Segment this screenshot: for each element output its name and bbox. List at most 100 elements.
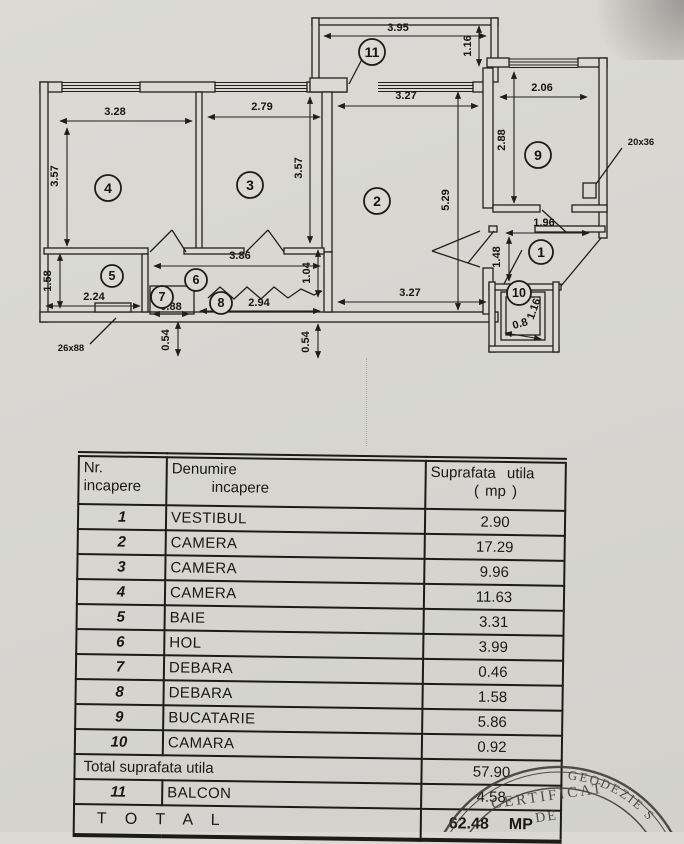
grand-total-label: T O T A L (73, 803, 422, 840)
cell-name: BAIE (164, 605, 424, 634)
dim-room1-width: 1.96 (533, 217, 554, 229)
cell-area: 3.31 (423, 608, 564, 636)
cell-name: VESTIBUL (165, 505, 426, 534)
room-label-10: 10 (506, 280, 532, 306)
cell-area: 2.90 (424, 508, 566, 536)
dim-room10-width: 0.8 (511, 316, 529, 332)
room-numbers: 4 3 2 9 11 1 10 5 6 7 8 (94, 38, 554, 315)
cell-nr: 8 (75, 678, 164, 706)
vent-size-label: 26x88 (58, 343, 84, 354)
dim-room4-height: 3.57 (49, 165, 61, 186)
dim-room5-height: 1.58 (42, 270, 54, 291)
svg-text:7: 7 (159, 290, 166, 304)
cell-area: 3.99 (423, 633, 564, 661)
room-label-2: 2 (363, 187, 391, 215)
cell-name: CAMARA (162, 730, 423, 759)
vent-leader (89, 317, 117, 345)
dim-balcony-depth: 1.16 (462, 35, 474, 56)
svg-text:6: 6 (193, 273, 200, 287)
cell-nr: 1 (77, 504, 167, 531)
window-balcony-door (378, 82, 473, 92)
cell-nr: 11 (74, 778, 163, 806)
dim-balcony-width: 3.95 (387, 22, 408, 34)
svg-text:11: 11 (365, 44, 380, 60)
room-label-9: 9 (524, 141, 552, 169)
cell-nr: 5 (76, 603, 165, 631)
dim-room8-width: 2.94 (248, 297, 270, 309)
cell-name: BUCATARIE (163, 705, 423, 734)
dim-room9-width: 2.06 (531, 82, 552, 94)
dim-room2-width: 3.27 (395, 90, 416, 102)
header-suprafata: Suprafata utila ( mp ) (425, 458, 566, 511)
room-label-11: 11 (358, 38, 386, 66)
dim-room4-width: 3.28 (104, 106, 125, 118)
flue-leader (595, 147, 623, 185)
cell-nr: 2 (77, 529, 166, 556)
svg-text:5: 5 (109, 269, 116, 283)
header-denumire-line2: incapere (211, 478, 270, 497)
dim-room5-width: 2.24 (83, 291, 105, 303)
stamp-line2: DE (534, 808, 559, 826)
dim-room9-height: 2.88 (496, 129, 508, 150)
cell-nr: 6 (76, 628, 165, 656)
walls (39, 17, 608, 353)
dim-offset-right: 0.54 (300, 330, 312, 352)
svg-text:9: 9 (534, 147, 542, 163)
window-room3 (215, 82, 307, 92)
window-hatches (62, 58, 578, 92)
room-label-8: 8 (209, 291, 233, 315)
room-label-6: 6 (184, 268, 208, 292)
svg-text:10: 10 (512, 286, 526, 300)
room-label-1: 1 (528, 239, 554, 265)
svg-text:8: 8 (218, 296, 225, 310)
cell-area: 9.96 (424, 558, 565, 586)
dim-room2-width-bottom: 3.27 (399, 287, 420, 299)
room-label-3: 3 (236, 171, 264, 199)
dim-room3-width: 2.79 (251, 101, 272, 113)
dim-hall-width: 3.86 (229, 250, 250, 262)
flue-size-label: 20x36 (628, 137, 654, 148)
header-nr-line1: Nr. (83, 459, 104, 477)
svg-text:3: 3 (246, 177, 254, 193)
floor-plan: 3.95 1.16 3.28 2.79 3.27 2.06 3.57 3.57 … (39, 17, 654, 359)
cell-nr: 7 (75, 653, 165, 681)
stamp-line1: CERTIFICAT (490, 781, 605, 813)
svg-text:2: 2 (373, 193, 381, 209)
cell-name: CAMERA (165, 555, 425, 584)
header-nr-line2: incapere (83, 477, 142, 495)
dim-room3-height: 3.57 (293, 157, 305, 178)
cell-name: HOL (164, 630, 424, 659)
cell-name: BALCON (162, 780, 422, 809)
cell-nr: 3 (77, 554, 166, 581)
window-room4 (62, 82, 140, 92)
cell-nr: 4 (76, 579, 166, 606)
table-header-row: Nr. incapere Denumire incapere Suprafata… (78, 454, 566, 511)
cell-nr: 9 (75, 703, 164, 731)
cell-name: CAMERA (164, 580, 425, 609)
room-label-4: 4 (94, 174, 122, 202)
header-denumire-line1: Denumire (171, 460, 237, 479)
scan-corner-shadow (574, 0, 684, 60)
room-label-5: 5 (100, 264, 124, 288)
svg-text:4: 4 (104, 180, 112, 196)
dim-offset-left: 0.54 (160, 328, 172, 350)
cell-name: DEBARA (163, 680, 423, 709)
scan-artifact (366, 358, 367, 446)
room-label-7: 7 (150, 285, 174, 309)
cell-area: 17.29 (424, 533, 565, 561)
header-suprafata-line2: ( mp ) (473, 482, 518, 501)
header-suprafata-line1: Suprafata utila (430, 463, 535, 483)
dim-hall-height: 1.04 (301, 261, 313, 283)
header-denumire: Denumire incapere (166, 455, 426, 509)
dimension-lines (45, 25, 590, 359)
dim-room1-height: 1.48 (491, 246, 503, 267)
cell-area: 11.63 (423, 583, 565, 611)
header-nr: Nr. incapere (78, 454, 167, 506)
cell-nr: 10 (74, 728, 164, 756)
window-kitchen (509, 58, 578, 68)
dim-room2-height: 5.29 (440, 189, 452, 210)
cell-name: CAMERA (165, 530, 425, 559)
dimension-labels: 3.95 1.16 3.28 2.79 3.27 2.06 3.57 3.57 … (42, 22, 654, 354)
cell-name: DEBARA (163, 655, 424, 684)
